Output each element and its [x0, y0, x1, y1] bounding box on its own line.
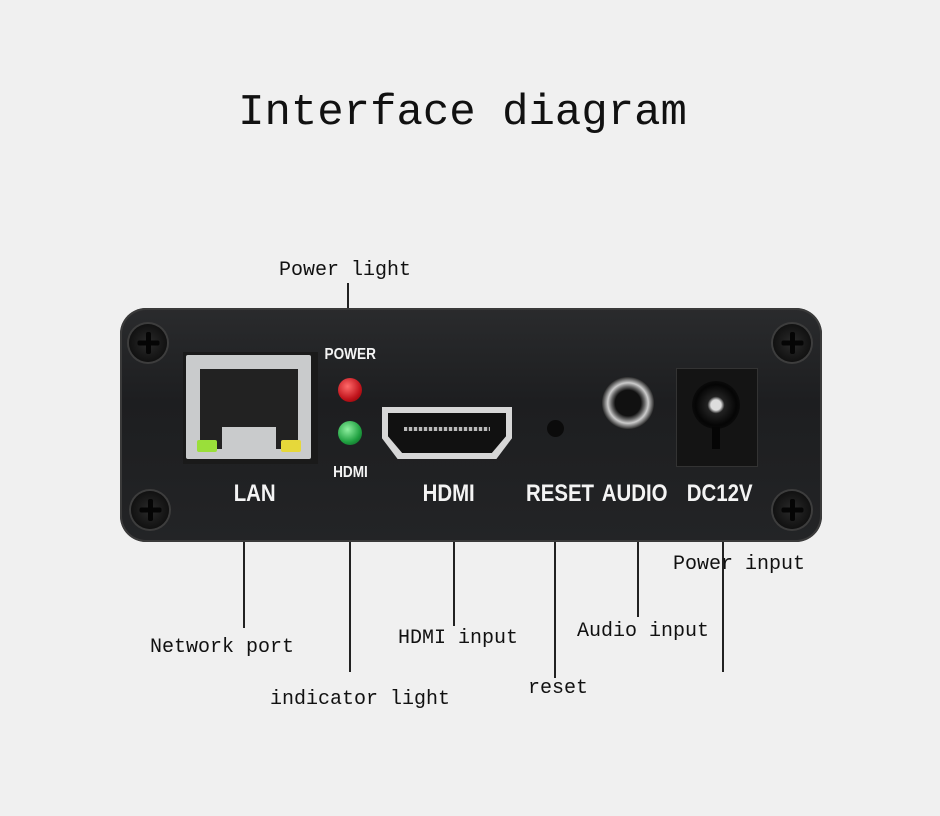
audio-jack: [602, 377, 654, 429]
audio-label: AUDIO: [601, 480, 668, 507]
power-led: [338, 378, 362, 402]
hdmi-led-label: HDMI: [333, 464, 368, 481]
callout-hdmi-input: HDMI input: [398, 627, 519, 650]
callout-power-input: Power input: [673, 553, 806, 576]
callout-line: [349, 542, 351, 672]
callout-line: [554, 542, 556, 678]
reset-label: RESET: [526, 480, 595, 507]
screw-icon: [129, 324, 167, 362]
callout-line: [722, 542, 724, 672]
page-title: Interface diagram: [238, 88, 687, 138]
dc-label: DC12V: [686, 480, 753, 507]
reset-hole: [547, 420, 564, 437]
screw-icon: [131, 491, 169, 529]
screw-icon: [773, 491, 811, 529]
callout-line: [453, 542, 455, 626]
callout-audio-input: Audio input: [577, 620, 710, 643]
hdmi-label: HDMI: [422, 480, 475, 507]
dc-power-jack: [676, 368, 758, 467]
hdmi-port: [382, 407, 512, 459]
device-front-panel: LAN POWER HDMI HDMI RESET AUDIO DC12V: [120, 308, 822, 542]
callout-indicator-light: indicator light: [270, 688, 451, 711]
callout-network-port: Network port: [150, 636, 295, 659]
lan-label: LAN: [233, 480, 276, 507]
lan-led-left: [197, 440, 217, 452]
callout-power-light: Power light: [279, 259, 412, 282]
callout-reset: reset: [528, 677, 589, 700]
hdmi-led: [338, 421, 362, 445]
power-led-label: POWER: [324, 346, 376, 363]
lan-led-right: [281, 440, 301, 452]
screw-icon: [773, 324, 811, 362]
callout-line: [243, 542, 245, 628]
callout-line: [637, 542, 639, 617]
callout-line: [347, 283, 349, 308]
lan-port: [183, 352, 318, 464]
